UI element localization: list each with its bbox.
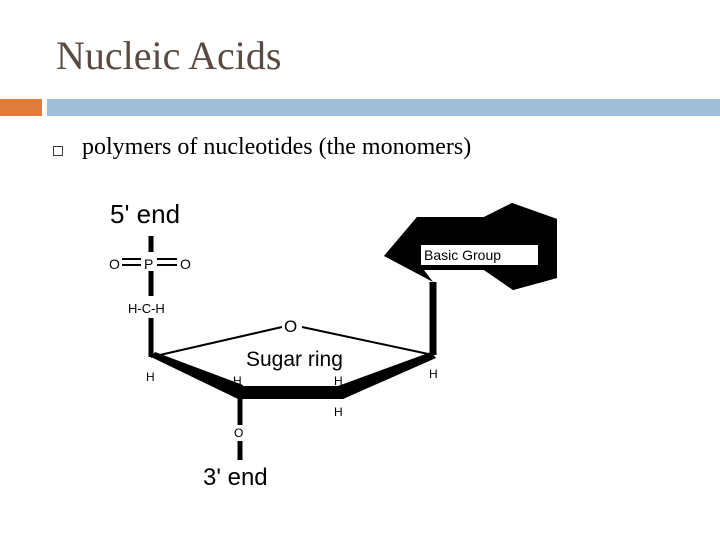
- oxygen-3prime: O: [234, 426, 243, 440]
- ring-bond-o-c1: [301, 326, 434, 356]
- slide-title: Nucleic Acids: [56, 33, 282, 78]
- ring-bond-c4-c3: [151, 352, 243, 399]
- basic-group-label-bg: [421, 245, 538, 265]
- accent-bar-blue: [47, 99, 720, 116]
- hydrogen-c2-top: H: [334, 374, 343, 388]
- bullet-text: polymers of nucleotides (the monomers): [82, 134, 472, 160]
- phosphate-p: P: [144, 256, 153, 272]
- hydrogen-c2-bottom: H: [334, 405, 343, 419]
- hydrogen-c4: H: [146, 370, 155, 384]
- ch2-label: H-C-H: [128, 301, 165, 316]
- three-prime-label: 3' end: [203, 464, 268, 491]
- ring-oxygen: O: [284, 317, 297, 336]
- sugar-ring-label: Sugar ring: [246, 348, 343, 371]
- basic-group-label: Basic Group: [424, 247, 501, 263]
- ring-bond-c3-c2: [238, 386, 343, 399]
- ring-bond-c4-o: [150, 326, 283, 358]
- hydrogen-c3-top: H: [233, 374, 242, 388]
- bullet-square-icon: [53, 146, 63, 156]
- ring-bond-c2-c1: [338, 352, 436, 399]
- five-prime-label: 5' end: [110, 199, 180, 229]
- hydrogen-c1: H: [429, 367, 438, 381]
- phosphate-o-left: O: [109, 256, 120, 272]
- accent-bar-orange: [0, 99, 42, 116]
- phosphate-o-right: O: [180, 256, 191, 272]
